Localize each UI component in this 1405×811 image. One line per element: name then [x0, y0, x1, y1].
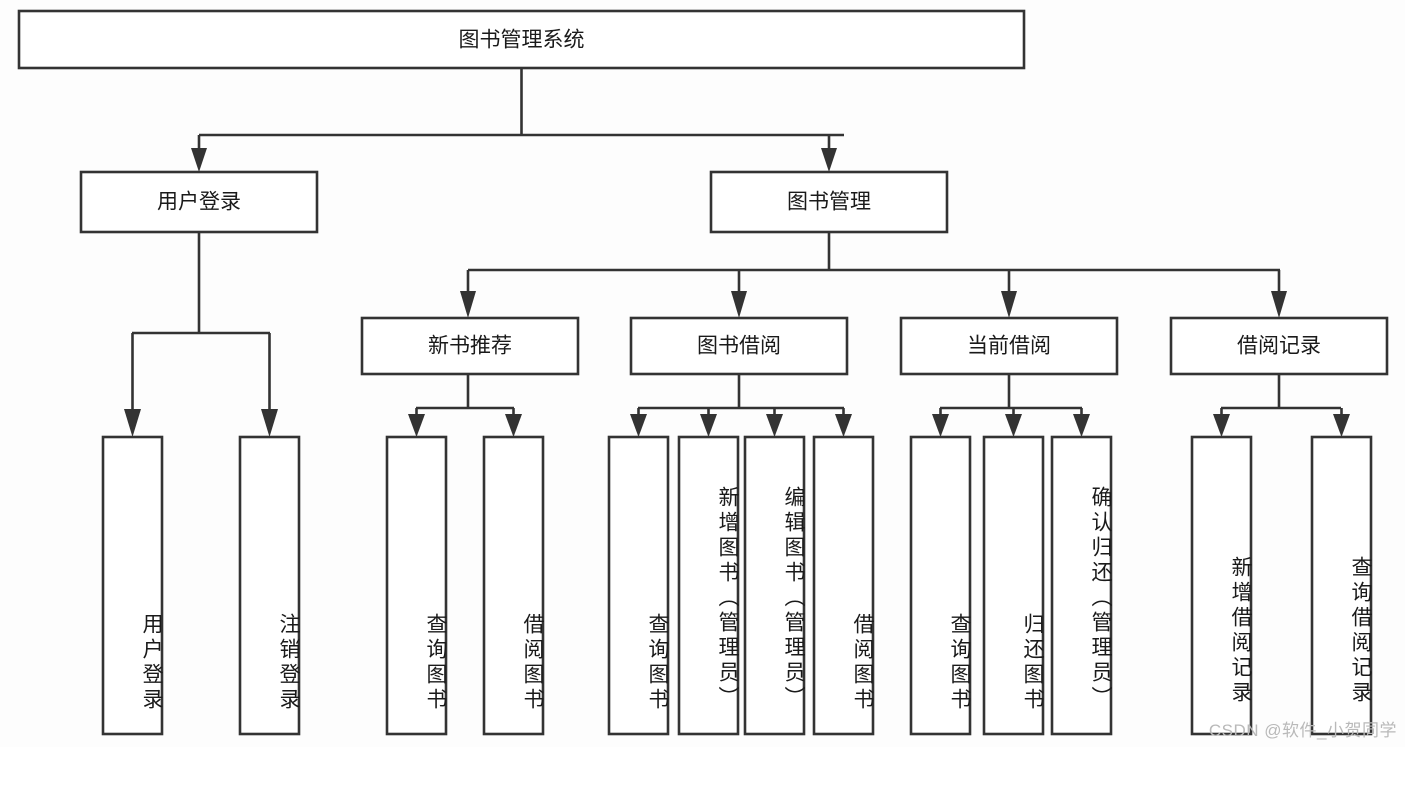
arrow-head-leaf-query-borrow-record	[1333, 414, 1350, 437]
node-current-borrow[interactable]: 当前借阅	[899, 316, 1119, 376]
leaf-edit-book-admin-box[interactable]	[743, 435, 806, 736]
connector-group-current-borrow	[932, 374, 1090, 437]
leaf-boxes	[101, 435, 1373, 736]
node-new-book-recommend[interactable]: 新书推荐	[360, 316, 580, 376]
leaf-borrow-book-box[interactable]	[812, 435, 875, 736]
leaf-query-book-borrow-box[interactable]	[607, 435, 670, 736]
leaf-user-login-box[interactable]	[101, 435, 164, 736]
arrow-head-borrow-record	[1271, 291, 1287, 318]
node-new-book-recommend-box[interactable]	[360, 316, 580, 376]
node-book-manage-box[interactable]	[709, 170, 949, 234]
node-book-manage[interactable]: 图书管理	[709, 170, 949, 234]
arrow-head-leaf-user-login	[124, 409, 141, 437]
node-user-login[interactable]: 用户登录	[79, 170, 319, 234]
node-book-borrow[interactable]: 图书借阅	[629, 316, 849, 376]
leaf-confirm-return-admin-box[interactable]	[1050, 435, 1113, 736]
node-current-borrow-box[interactable]	[899, 316, 1119, 376]
node-borrow-record-label: 借阅记录	[1237, 335, 1321, 358]
watermark-text: CSDN @软件_小贺同学	[1208, 721, 1397, 740]
arrow-head-leaf-confirm-return-admin	[1073, 414, 1090, 437]
arrow-head-leaf-query-book-current	[932, 414, 949, 437]
leaf-query-borrow-record-box[interactable]	[1310, 435, 1373, 736]
leaf-user-logout-box[interactable]	[238, 435, 301, 736]
node-root-box[interactable]	[17, 9, 1026, 70]
node-user-login-box[interactable]	[79, 170, 319, 234]
leaf-query-book-current-box[interactable]	[909, 435, 972, 736]
leaf-add-book-admin-box[interactable]	[677, 435, 740, 736]
node-current-borrow-label: 当前借阅	[967, 335, 1051, 358]
arrow-head-leaf-borrow-book	[835, 414, 852, 437]
node-book-manage-label: 图书管理	[787, 191, 871, 214]
connector-group-borrow-record	[1213, 374, 1350, 437]
arrow-head-user-login	[191, 148, 207, 172]
arrow-head-leaf-return-book	[1005, 414, 1022, 437]
leaf-return-book-box[interactable]	[982, 435, 1045, 736]
connector-group-root	[191, 68, 844, 172]
node-book-borrow-box[interactable]	[629, 316, 849, 376]
diagram-canvas: 图书管理系统 用户登录 图书管理 新书推荐 图书借阅 当前借阅 借阅记录	[17, 9, 1397, 740]
arrow-head-leaf-query-book-borrow	[630, 414, 647, 437]
node-root-label: 图书管理系统	[459, 29, 585, 52]
arrow-head-current-borrow	[1001, 291, 1017, 318]
connector-group-user-login	[124, 232, 278, 437]
leaf-query-book-recommend-box[interactable]	[385, 435, 448, 736]
node-book-borrow-label: 图书借阅	[697, 335, 781, 358]
connector-group-book-borrow	[630, 374, 852, 437]
node-borrow-record[interactable]: 借阅记录	[1169, 316, 1389, 376]
arrow-head-leaf-edit-book-admin	[766, 414, 783, 437]
arrow-head-leaf-add-borrow-record	[1213, 414, 1230, 437]
leaf-borrow-book-recommend-box[interactable]	[482, 435, 545, 736]
connector-group-book-manage	[460, 232, 1287, 318]
node-borrow-record-box[interactable]	[1169, 316, 1389, 376]
arrow-head-leaf-query-book-recommend	[408, 414, 425, 437]
arrow-head-new-book-recommend	[460, 291, 476, 318]
connector-group-new-book-recommend	[408, 374, 522, 437]
node-new-book-recommend-label: 新书推荐	[428, 335, 512, 358]
arrow-head-leaf-add-book-admin	[700, 414, 717, 437]
arrow-head-book-manage	[821, 148, 837, 172]
node-root[interactable]: 图书管理系统	[17, 9, 1026, 70]
arrow-head-leaf-user-logout	[261, 409, 278, 437]
leaf-add-borrow-record-box[interactable]	[1190, 435, 1253, 736]
tree-diagram-svg: 图书管理系统 用户登录 图书管理 新书推荐 图书借阅 当前借阅 借阅记录	[17, 9, 1389, 736]
arrow-head-book-borrow	[731, 291, 747, 318]
arrow-head-leaf-borrow-book-recommend	[505, 414, 522, 437]
node-user-login-label: 用户登录	[157, 191, 241, 214]
